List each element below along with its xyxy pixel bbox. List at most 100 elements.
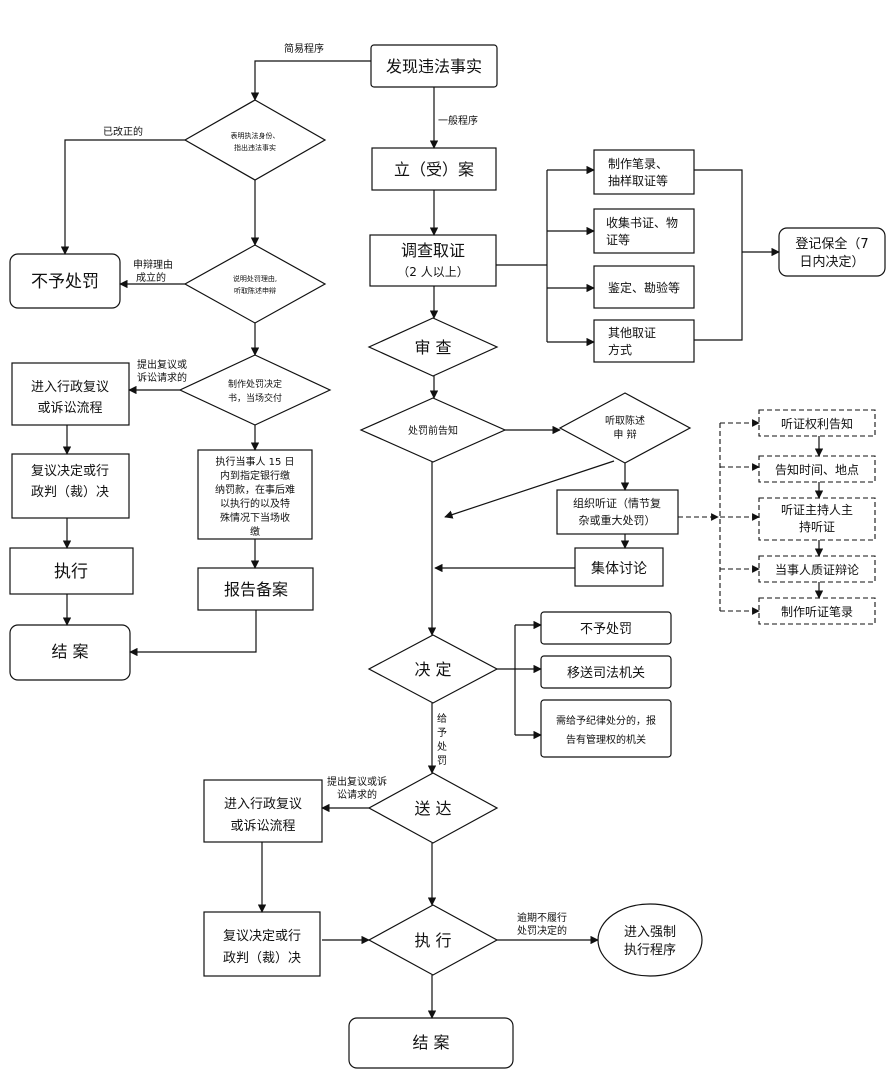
svg-text:抽样取证等: 抽样取证等 [608,173,668,188]
node-hearing-step-1: 听证权利告知 [758,409,876,437]
svg-text:或诉讼流程: 或诉讼流程 [230,819,295,834]
label-impose-2: 予 [437,727,447,739]
node-execute-left: 执行 [9,547,134,595]
svg-text:说明处罚理由,: 说明处罚理由, [233,274,277,283]
node-review-left-2: 复议决定或行 政判（裁）决 [11,453,130,519]
svg-text:结 案: 结 案 [51,642,88,661]
svg-text:进入行政复议: 进入行政复议 [31,380,109,395]
node-hear-statement: 听取陈述 申 辩 [558,392,692,464]
svg-text:制作处罚决定: 制作处罚决定 [228,378,282,390]
node-close-left: 结 案 [9,624,131,681]
label-appeal-right-1: 提出复议或诉 [327,775,387,788]
label-defense-valid-2: 成立的 [136,271,166,284]
svg-text:审 查: 审 查 [414,338,451,357]
node-file-case: 立（受）案 [371,147,497,191]
node-preserve: 登记保全（7 日内决定） [778,227,886,277]
svg-text:执行: 执行 [54,562,88,582]
label-general-proc: 一般程序 [438,114,478,127]
svg-text:集体讨论: 集体讨论 [591,560,647,577]
node-collective: 集体讨论 [574,547,664,587]
node-outcome-discipline: 需给予纪律处分的，报 告有管理权的机关 [540,699,672,758]
node-simple-check: 表明执法身份、 指出违法事实 [183,99,327,181]
label-simple-proc: 简易程序 [284,42,324,55]
label-defense-valid-1: 申辩理由 [133,258,173,271]
svg-text:申 辩: 申 辩 [613,428,636,441]
node-hearing-step-4: 当事人质证辩论 [758,555,876,583]
svg-text:结 案: 结 案 [412,1033,449,1052]
svg-text:表明执法身份、: 表明执法身份、 [231,131,280,140]
svg-text:移送司法机关: 移送司法机关 [567,666,645,681]
label-appeal-left-2: 诉讼请求的 [137,371,187,384]
svg-text:持听证: 持听证 [799,519,835,534]
node-review-right-2: 复议决定或行 政判（裁）决 [203,911,321,977]
svg-text:报告备案: 报告备案 [224,580,288,599]
label-appeal-right-2: 讼请求的 [337,788,377,801]
svg-text:告有管理权的机关: 告有管理权的机关 [566,733,646,746]
svg-text:收集书证、物: 收集书证、物 [606,215,678,230]
svg-text:进入行政复议: 进入行政复议 [224,797,302,812]
node-evidence-1: 制作笔录、 抽样取证等 [593,149,695,195]
node-hearing-step-5: 制作听证笔录 [758,597,876,625]
node-evidence-2: 收集书证、物 证等 [593,208,695,254]
node-decide-doc: 制作处罚决定 书，当场交付 [178,354,332,426]
svg-text:制作笔录、: 制作笔录、 [608,156,668,171]
svg-text:杂或重大处罚）: 杂或重大处罚） [579,513,656,527]
node-evidence-4: 其他取证 方式 [593,319,695,363]
svg-text:复议决定或行: 复议决定或行 [31,464,109,479]
svg-text:组织听证（情节复: 组织听证（情节复 [573,496,661,510]
node-execute-right: 执 行 [367,904,499,976]
svg-text:政判（裁）决: 政判（裁）决 [223,950,301,966]
svg-text:方式: 方式 [608,342,632,357]
svg-text:纳罚款，在事后难: 纳罚款，在事后难 [215,483,295,496]
svg-text:以执行的以及特: 以执行的以及特 [220,497,290,510]
label-overdue-2: 处罚决定的 [517,924,567,937]
svg-text:执 行: 执 行 [414,931,451,950]
node-report: 报告备案 [197,567,314,611]
node-review-left-1: 进入行政复议 或诉讼流程 [11,362,130,426]
node-explain: 说明处罚理由, 听取陈述申辩 [183,244,327,324]
node-discover: 发现违法事实 [370,44,498,88]
svg-text:制作听证笔录: 制作听证笔录 [781,604,853,619]
node-notify: 处罚前告知 [359,397,507,463]
svg-text:执行当事人 15 日: 执行当事人 15 日 [215,455,294,468]
svg-text:处罚前告知: 处罚前告知 [408,424,458,437]
svg-text:书，当场交付: 书，当场交付 [228,392,282,404]
label-impose-4: 罚 [437,755,447,767]
node-pay: 执行当事人 15 日 内到指定银行缴 纳罚款，在事后难 以执行的以及特 殊情况下… [197,449,313,540]
svg-text:殊情况下当场收: 殊情况下当场收 [220,511,290,524]
svg-text:听证权利告知: 听证权利告知 [781,417,853,431]
svg-text:当事人质证辩论: 当事人质证辩论 [775,563,859,577]
node-deliver: 送 达 [367,772,499,844]
node-outcome-judicial: 移送司法机关 [540,655,672,689]
svg-text:送 达: 送 达 [414,799,451,818]
node-enforce: 进入强制 执行程序 [597,903,703,977]
label-impose-1: 给 [437,712,447,725]
svg-text:证等: 证等 [606,233,630,247]
svg-text:其他取证: 其他取证 [608,326,656,340]
svg-text:需给予纪律处分的，报: 需给予纪律处分的，报 [556,714,656,727]
node-evidence-3: 鉴定、勘验等 [593,265,695,309]
svg-text:听取陈述申辩: 听取陈述申辩 [234,286,276,295]
label-overdue-1: 逾期不履行 [517,911,567,924]
svg-text:发现违法事实: 发现违法事实 [386,57,482,76]
edge-labels: 简易程序 一般程序 已改正的 申辩理由 成立的 提出复议或 诉讼请求的 给 予 … [103,42,567,937]
node-close-right: 结 案 [348,1017,514,1069]
svg-text:决 定: 决 定 [414,660,451,679]
node-hearing: 组织听证（情节复 杂或重大处罚） [556,489,679,535]
svg-text:缴: 缴 [250,525,260,538]
svg-text:听证主持人主: 听证主持人主 [781,502,853,517]
node-outcome-no-penalty: 不予处罚 [540,611,672,645]
node-decide: 决 定 [367,634,499,704]
svg-text:或诉讼流程: 或诉讼流程 [37,401,102,416]
svg-text:指出违法事实: 指出违法事实 [234,143,276,152]
svg-text:日内决定）: 日内决定） [799,254,864,270]
svg-text:复议决定或行: 复议决定或行 [223,929,301,944]
svg-text:（2 人以上）: （2 人以上） [397,265,468,279]
node-hearing-step-3: 听证主持人主 持听证 [758,497,876,541]
svg-text:进入强制: 进入强制 [624,925,676,940]
svg-text:执行程序: 执行程序 [624,943,676,958]
svg-text:立（受）案: 立（受）案 [394,160,474,179]
label-impose-3: 处 [437,741,447,753]
svg-text:调查取证: 调查取证 [401,241,465,260]
